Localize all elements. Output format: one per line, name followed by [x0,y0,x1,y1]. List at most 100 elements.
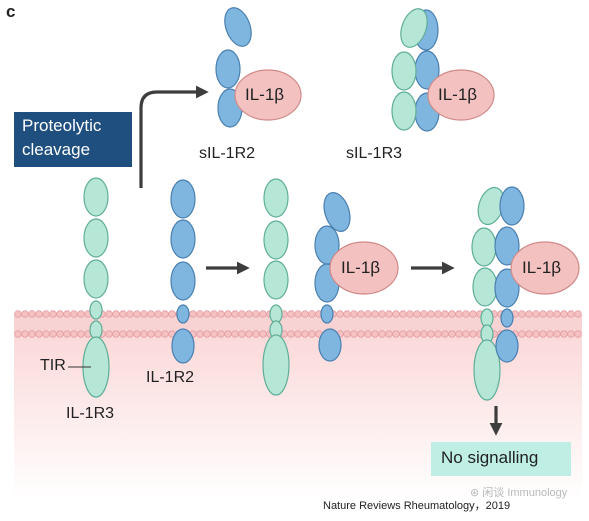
lipid-head [301,310,309,318]
lipid-head [294,310,302,318]
lipid-head [287,310,295,318]
lipid-head [252,310,260,318]
lipid-head [161,330,169,338]
lipid-head [406,310,414,318]
lipid-head [133,310,141,318]
lipid-head [308,310,316,318]
lipid-head [539,330,547,338]
lipid-head [77,330,85,338]
tir-label: TIR [40,357,66,374]
lipid-head [77,310,85,318]
lipid-head [560,330,568,338]
lipid-head [196,310,204,318]
lipid-head [70,330,78,338]
lipid-head [441,310,449,318]
lipid-head [259,310,267,318]
lipid-head [427,310,435,318]
lipid-head [420,330,428,338]
lipid-head [420,310,428,318]
lipid-head [28,310,36,318]
lipid-head [28,330,36,338]
figure-credit: Nature Reviews Rheumatology，2019 [323,500,511,512]
lipid-head [462,330,470,338]
lipid-head [147,310,155,318]
lipid-head [378,310,386,318]
lipid-head [224,310,232,318]
proteolytic-cleavage-label: Proteolytic cleavage [22,116,102,159]
lipid-head [441,330,449,338]
lipid-head [287,330,295,338]
lipid-head [294,330,302,338]
ligand-label-1: IL-1β [245,85,285,104]
lipid-head [518,310,526,318]
lipid-head [126,330,134,338]
lipid-head [574,310,582,318]
lipid-head [231,310,239,318]
lipid-head [126,310,134,318]
lipid-head [308,330,316,338]
lipid-head [196,330,204,338]
lipid-head [203,310,211,318]
lipid-head [371,330,379,338]
lipid-head [469,310,477,318]
lipid-head [574,330,582,338]
lipid-head [455,330,463,338]
lipid-head [203,330,211,338]
panel-label: c [6,2,16,21]
lipid-head [567,330,575,338]
lipid-head [49,330,57,338]
sil-1r3-label: sIL-1R3 [346,145,403,162]
lipid-head [14,330,22,338]
lipid-head [385,310,393,318]
lipid-head [35,310,43,318]
lipid-head [119,330,127,338]
lipid-head [245,330,253,338]
lipid-head [112,330,120,338]
lipid-head [553,310,561,318]
lipid-head [336,310,344,318]
lipid-head [567,310,575,318]
lipid-head [70,310,78,318]
lipid-head [357,310,365,318]
lipid-head [392,310,400,318]
lipid-head [224,330,232,338]
lipid-head [189,310,197,318]
lipid-head [238,310,246,318]
lipid-head [378,330,386,338]
il-1b-ligand-2 [427,69,495,121]
watermark-text: ⊛ 闲谈 Immunology [470,487,568,499]
lipid-head [539,310,547,318]
no-signalling-label: No signalling [441,448,539,467]
lipid-head [546,310,554,318]
lipid-head [21,330,29,338]
no-signalling-box [431,442,571,476]
lipid-head [245,310,253,318]
complex-blue-chain [494,186,525,363]
lipid-head [434,330,442,338]
lipid-head [63,310,71,318]
lipid-head [399,330,407,338]
lipid-head [560,310,568,318]
lipid-head [210,330,218,338]
lipid-head [231,330,239,338]
lipid-head [140,330,148,338]
sil-1r2-label: sIL-1R2 [199,145,256,162]
lipid-head [448,330,456,338]
lipid-head [42,310,50,318]
lipid-head [217,330,225,338]
lipid-head [413,330,421,338]
lipid-head [105,310,113,318]
lipid-head [259,330,267,338]
lipid-head [518,330,526,338]
lipid-head [553,330,561,338]
lipid-head [546,330,554,338]
lipid-head [462,310,470,318]
lipid-head [140,310,148,318]
il-1b-ligand-3 [329,241,399,295]
lipid-head [532,310,540,318]
il-1r2-label: IL-1R2 [146,369,195,386]
lipid-head [133,330,141,338]
lipid-head [532,330,540,338]
sil-1r3-accessory [391,8,428,131]
